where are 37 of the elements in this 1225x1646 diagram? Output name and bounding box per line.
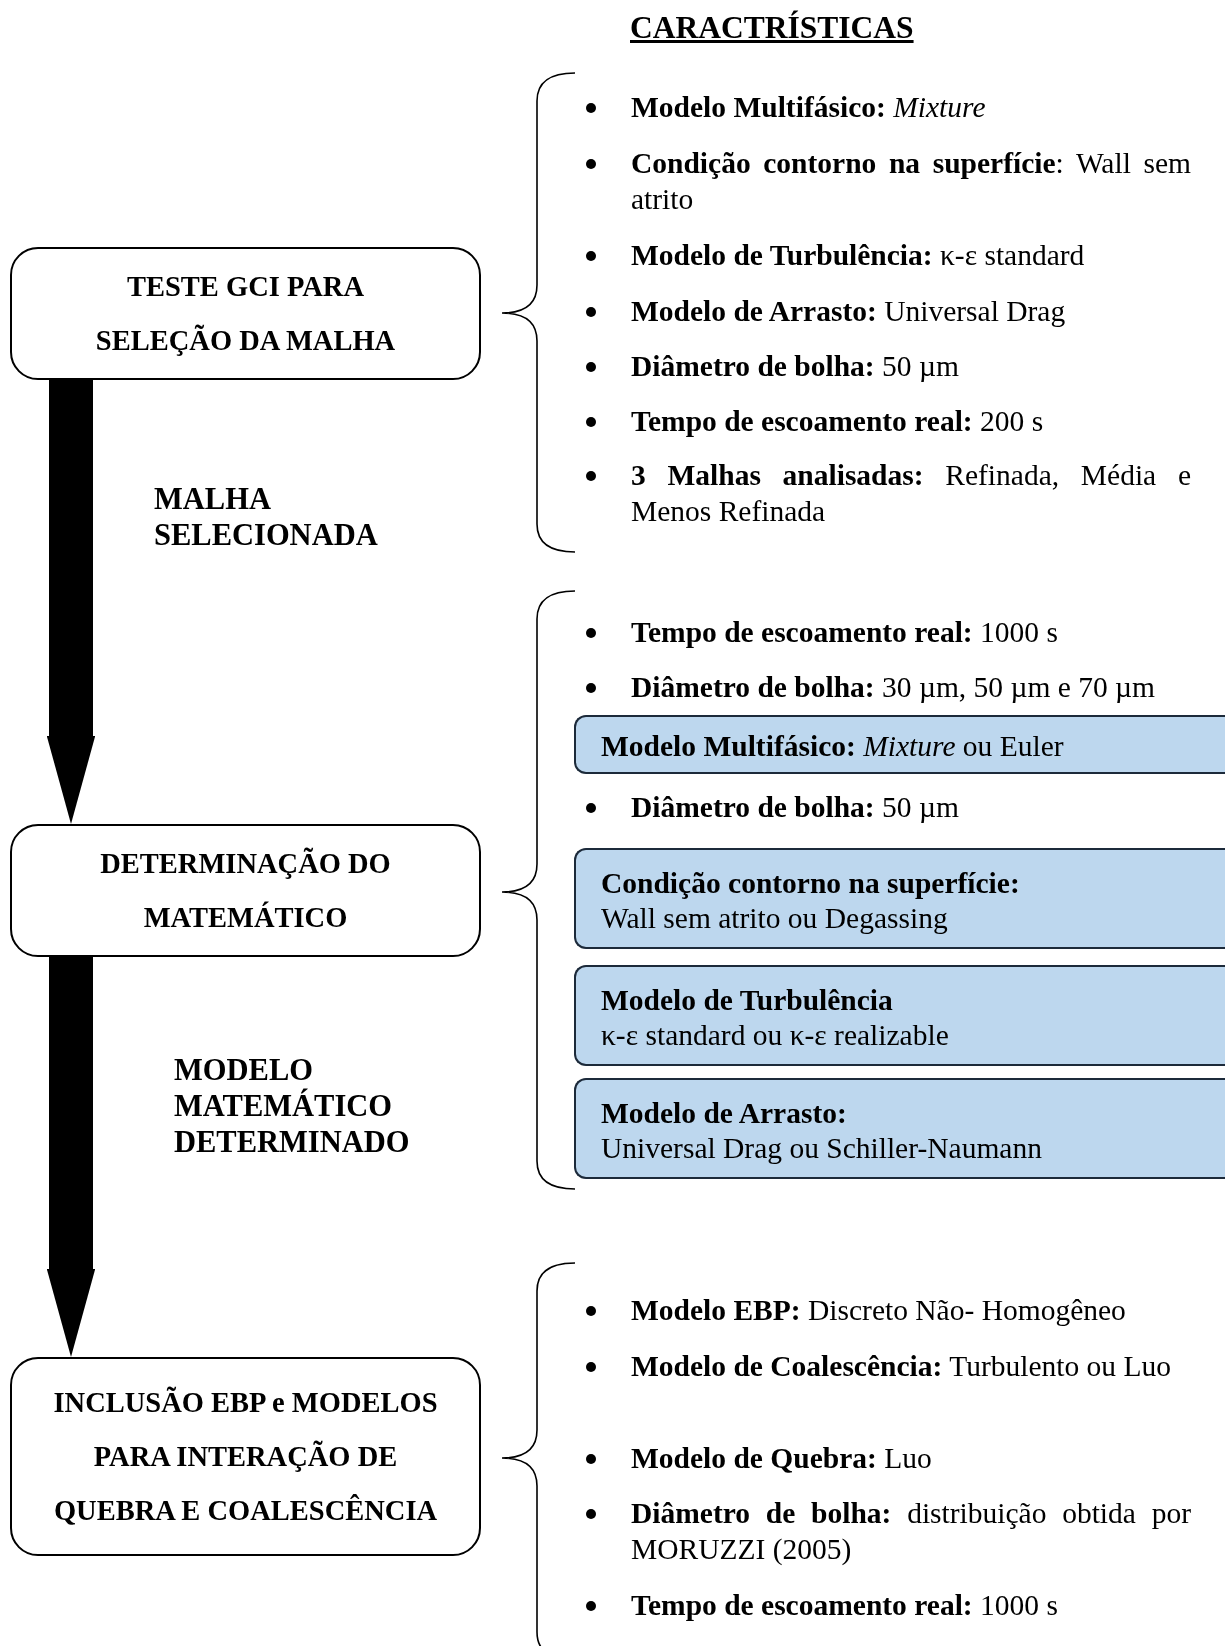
heading: CARACTRÍSTICAS bbox=[630, 10, 914, 46]
box-title: DETERMINAÇÃO DO MATEMÁTICO bbox=[99, 846, 392, 935]
box-heading: Condição contorno na superfície: bbox=[601, 865, 1021, 901]
bullet-text: Modelo de Coalescência: Turbulento ou Luo bbox=[631, 1349, 1172, 1384]
bullet-text: Diâmetro de bolha: 50 µm bbox=[631, 790, 960, 825]
box-text: κ-ε standard ou κ-ε realizable bbox=[601, 1017, 950, 1053]
box-heading: Modelo de Arrasto: bbox=[601, 1095, 848, 1131]
bullet-text: Modelo de Turbulência: κ-ε standard bbox=[631, 238, 1086, 273]
box-heading: Modelo de Turbulência bbox=[601, 982, 894, 1018]
box-title: INCLUSÃO EBP e MODELOS PARA INTERAÇÃO DE QUEBRA E COALESCÊNCIA bbox=[52, 1385, 439, 1528]
edge-label: MALHA SELECIONADA bbox=[154, 481, 379, 553]
edge-label: MODELO MATEMÁTICO DETERMINADO bbox=[174, 1052, 411, 1160]
box-heading: Modelo Multifásico: Mixture ou Euler bbox=[601, 729, 1065, 764]
bullet-text: Condição contorno na superfície: Wall sem atrito bbox=[631, 146, 1191, 217]
bullet-text: Modelo de Arrasto: Universal Drag bbox=[631, 294, 1067, 329]
box-text: Wall sem atrito ou Degassing bbox=[601, 900, 949, 936]
bullet-text: Tempo de escoamento real: 1000 s bbox=[631, 615, 1059, 650]
bullet-text: Diâmetro de bolha: distribuição obtida por MORUZZI (2005) bbox=[631, 1496, 1191, 1567]
highlight-box bbox=[574, 715, 1225, 774]
bullet-text: Tempo de escoamento real: 200 s bbox=[631, 404, 1045, 439]
bullet-text: 3 Malhas analisadas: Refinada, Média e Menos Refinada bbox=[631, 458, 1191, 529]
highlight-box bbox=[574, 848, 1225, 949]
box-title: TESTE GCI PARA SELEÇÃO DA MALHA bbox=[94, 269, 397, 358]
rounded-box bbox=[10, 1357, 481, 1556]
box-text: Universal Drag ou Schiller-Naumann bbox=[601, 1130, 1043, 1166]
highlight-box bbox=[574, 1078, 1225, 1179]
bullet-text: Modelo EBP: Discreto Não- Homogêneo bbox=[631, 1293, 1127, 1328]
bullet-text: Diâmetro de bolha: 50 µm bbox=[631, 349, 960, 384]
block-arrow bbox=[46, 957, 96, 1357]
bullet-text: Tempo de escoamento real: 1000 s bbox=[631, 1588, 1059, 1623]
block-arrow bbox=[46, 380, 96, 824]
rounded-box bbox=[10, 824, 481, 957]
rounded-box bbox=[10, 247, 481, 380]
bullet-text: Diâmetro de bolha: 30 µm, 50 µm e 70 µm bbox=[631, 670, 1157, 705]
bullet-text: Modelo Multifásico: Mixture bbox=[631, 90, 987, 125]
bullet-text: Modelo de Quebra: Luo bbox=[631, 1441, 933, 1476]
highlight-box bbox=[574, 965, 1225, 1066]
